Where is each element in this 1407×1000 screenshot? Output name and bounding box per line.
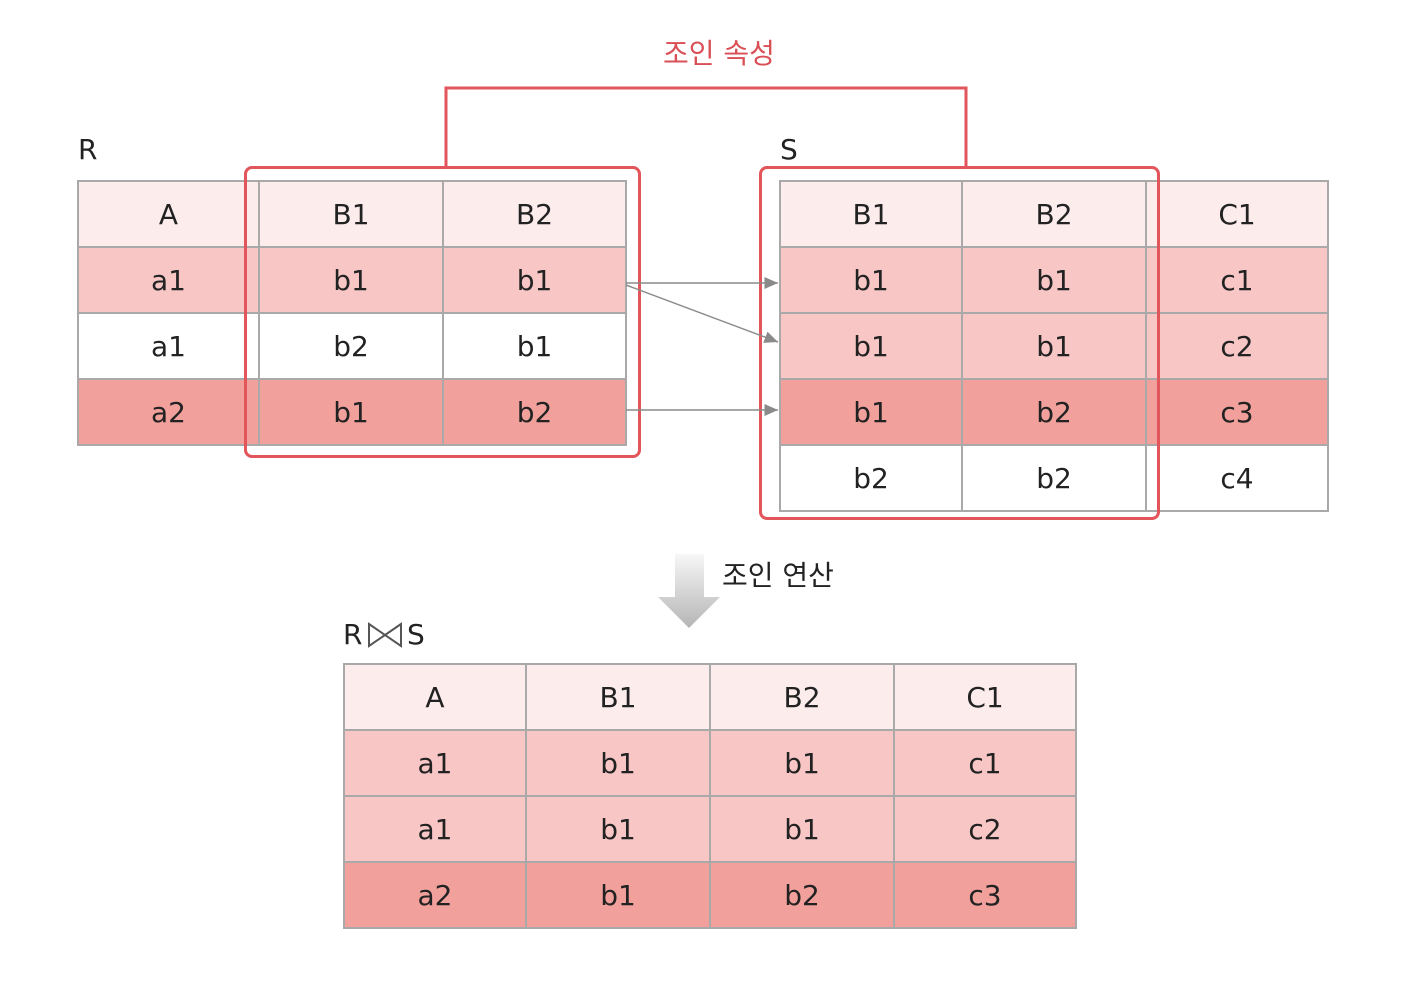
table-r-header-cell: B2 [442,180,627,248]
join-attribute-box-r [244,166,641,458]
table-r-cell: b2 [258,312,444,380]
table-result-cell: b1 [525,861,711,929]
table-result-cell: b2 [709,861,895,929]
table-s-row: b1 b2 c3 [779,378,1329,446]
table-s-cell: b1 [961,312,1147,380]
table-result-cell: a1 [343,795,527,863]
table-s-cell: c1 [1145,246,1329,314]
table-result-cell: b1 [525,729,711,797]
table-r-cell: b1 [258,246,444,314]
match-arrow [625,284,779,343]
table-result-cell: a1 [343,729,527,797]
join-attribute-box-s [759,166,1160,520]
table-result-row: a1 b1 b1 c1 [343,729,1077,797]
table-result-header-cell: B1 [525,663,711,731]
table-r: A B1 B2 a1 b1 b1 a1 b2 b1 a2 b1 b2 [77,180,627,446]
table-r-row: a1 b1 b1 [77,246,627,314]
table-result-cell: a2 [343,861,527,929]
table-s-header-cell: B2 [961,180,1147,248]
table-result-header-row: A B1 B2 C1 [343,663,1077,731]
table-s-header-row: B1 B2 C1 [779,180,1329,248]
table-result-header-cell: A [343,663,527,731]
table-result-cell: b1 [709,729,895,797]
table-r-cell: a1 [77,246,260,314]
table-s-cell: c3 [1145,378,1329,446]
table-s-cell: b1 [961,246,1147,314]
table-result-cell: c3 [893,861,1077,929]
table-r-row: a1 b2 b1 [77,312,627,380]
table-s-row: b1 b1 c2 [779,312,1329,380]
table-s-cell: c4 [1145,444,1329,512]
down-arrow-icon [658,554,720,628]
table-r-cell: b1 [442,312,627,380]
bowtie-join-icon [368,622,402,648]
table-s: B1 B2 C1 b1 b1 c1 b1 b1 c2 b1 b2 c3 b2 b… [779,180,1329,512]
table-r-cell: a2 [77,378,260,446]
relation-s-label: S [780,133,798,166]
table-s-cell: b2 [779,444,963,512]
table-r-header-cell: A [77,180,260,248]
result-relation-label-right: S [407,618,425,651]
table-r-cell: b1 [442,246,627,314]
join-operation-label: 조인 연산 [722,559,834,592]
table-s-cell: b1 [779,246,963,314]
relation-r-label: R [78,133,98,166]
table-result-cell: c1 [893,729,1077,797]
table-result-row: a1 b1 b1 c2 [343,795,1077,863]
table-result-cell: b1 [525,795,711,863]
table-r-cell: b2 [442,378,627,446]
table-s-header-cell: C1 [1145,180,1329,248]
table-r-row: a2 b1 b2 [77,378,627,446]
table-r-header-cell: B1 [258,180,444,248]
table-r-cell: b1 [258,378,444,446]
table-s-cell: b1 [779,312,963,380]
table-result-header-cell: B2 [709,663,895,731]
table-result-cell: c2 [893,795,1077,863]
table-result-row: a2 b1 b2 c3 [343,861,1077,929]
table-s-row: b1 b1 c1 [779,246,1329,314]
table-s-cell: b1 [779,378,963,446]
table-s-cell: b2 [961,444,1147,512]
table-s-header-cell: B1 [779,180,963,248]
table-result-header-cell: C1 [893,663,1077,731]
table-s-cell: c2 [1145,312,1329,380]
join-attribute-connector [444,86,968,166]
table-r-cell: a1 [77,312,260,380]
table-s-row: b2 b2 c4 [779,444,1329,512]
table-r-header-row: A B1 B2 [77,180,627,248]
result-relation-label-left: R [343,618,363,651]
table-result-cell: b1 [709,795,895,863]
table-result: A B1 B2 C1 a1 b1 b1 c1 a1 b1 b1 c2 a2 b1… [343,663,1077,929]
table-s-cell: b2 [961,378,1147,446]
join-attribute-label: 조인 속성 [663,37,775,70]
